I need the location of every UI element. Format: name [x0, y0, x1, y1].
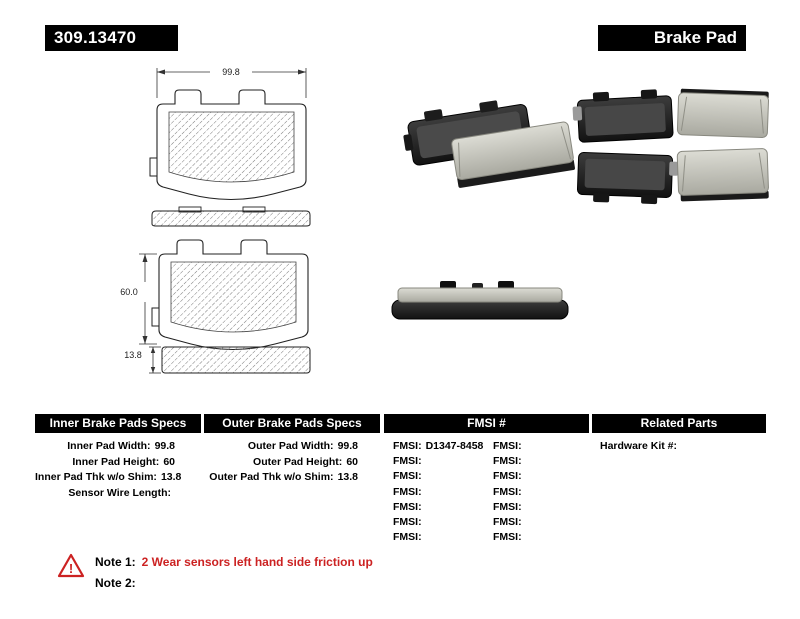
spec-label: Outer Pad Height: [253, 455, 343, 468]
fmsi-value: D1347-8458 [425, 440, 484, 452]
thickness-dimension: 13.8 [124, 346, 161, 374]
product-photos [391, 88, 769, 320]
fmsi-label: FMSI: [493, 500, 522, 513]
fmsi-label: FMSI: [493, 531, 522, 544]
outer-specs-column: Outer Brake Pads Specs Outer Pad Width:9… [204, 414, 380, 486]
spec-label: Inner Pad Thk w/o Shim: [35, 471, 157, 483]
outer-pad-width-row: Outer Pad Width:99.8 [204, 439, 380, 455]
spec-value: 99.8 [337, 440, 358, 452]
outer-pad-height-row: Outer Pad Height:60 [204, 455, 380, 471]
fmsi-label: FMSI: [393, 516, 422, 529]
outer-pad-thk-row: Outer Pad Thk w/o Shim:13.8 [204, 470, 380, 486]
svg-text:13.8: 13.8 [124, 350, 142, 360]
spec-value: 13.8 [337, 471, 358, 483]
fmsi-row: FMSI: FMSI: [384, 530, 589, 545]
spec-label: Hardware Kit #: [600, 440, 678, 452]
spec-label: Outer Pad Width: [247, 440, 334, 452]
related-parts-header: Related Parts [592, 414, 766, 433]
note-2: Note 2: [95, 576, 142, 590]
pad-profile-photo [391, 281, 569, 320]
spec-label: Sensor Wire Length: [68, 486, 171, 499]
spec-value: 60 [346, 455, 358, 468]
hardware-kit-row: Hardware Kit #: [592, 439, 766, 455]
inner-pad-thk-row: Inner Pad Thk w/o Shim:13.8 [35, 470, 201, 486]
spec-value: 99.8 [154, 440, 175, 452]
part-number: 309.13470 [45, 25, 178, 51]
fmsi-row: FMSI: FMSI: [384, 515, 589, 530]
fmsi-label: FMSI: [493, 455, 522, 468]
outer-specs-header: Outer Brake Pads Specs [204, 414, 380, 433]
inner-specs-column: Inner Brake Pads Specs Inner Pad Width:9… [35, 414, 201, 501]
fmsi-label: FMSI: [393, 485, 422, 498]
spec-label: Outer Pad Thk w/o Shim: [209, 471, 334, 483]
fmsi-row: FMSI: FMSI: [384, 469, 589, 484]
spec-value: 60 [163, 455, 175, 468]
note-1-label: Note 1: [95, 555, 136, 569]
height-dimension: 60.0 [120, 253, 157, 345]
fmsi-label: FMSI: [393, 500, 422, 513]
inner-pad-front-view [151, 239, 309, 351]
sensor-wire-length-row: Sensor Wire Length: [35, 486, 201, 502]
fmsi-label: FMSI: [493, 485, 522, 498]
note-2-label: Note 2: [95, 576, 136, 590]
pad-thickness-view [161, 346, 311, 374]
fmsi-label: FMSI: [493, 440, 522, 452]
pad-pair-photo [403, 100, 575, 188]
svg-text:99.8: 99.8 [222, 67, 240, 77]
fmsi-label: FMSI: [393, 470, 422, 483]
inner-specs-header: Inner Brake Pads Specs [35, 414, 201, 433]
fmsi-label: FMSI: [393, 531, 422, 544]
note-1-text: 2 Wear sensors left hand side friction u… [141, 555, 373, 569]
fmsi-header: FMSI # [384, 414, 589, 433]
warning-icon: ! [57, 553, 85, 578]
spec-label: Inner Pad Width: [67, 440, 151, 452]
note-1: Note 1: 2 Wear sensors left hand side fri… [95, 555, 373, 569]
fmsi-row: FMSI: FMSI: [384, 485, 589, 500]
spec-value: 13.8 [160, 471, 182, 483]
inner-pad-height-row: Inner Pad Height:60 [35, 455, 201, 471]
fmsi-label: FMSI: [493, 516, 522, 529]
fmsi-label: FMSI: [393, 455, 422, 468]
pad-edge-view [151, 206, 311, 227]
spec-label: Inner Pad Height: [72, 455, 160, 468]
fmsi-label: FMSI: [393, 440, 422, 452]
width-dimension: 99.8 [156, 67, 307, 98]
related-parts-column: Related Parts Hardware Kit #: [592, 414, 766, 455]
svg-text:60.0: 60.0 [120, 287, 138, 297]
fmsi-row: FMSI: FMSI: [384, 500, 589, 515]
technical-drawing: 99.8 60.0 [120, 67, 311, 374]
fmsi-label: FMSI: [493, 470, 522, 483]
inner-pad-width-row: Inner Pad Width:99.8 [35, 439, 201, 455]
svg-text:!: ! [69, 561, 73, 576]
fmsi-row: FMSI: FMSI: [384, 454, 589, 469]
pad-set-photo [572, 88, 769, 205]
outer-pad-front-view [149, 89, 307, 201]
product-type-title: Brake Pad [598, 25, 746, 51]
